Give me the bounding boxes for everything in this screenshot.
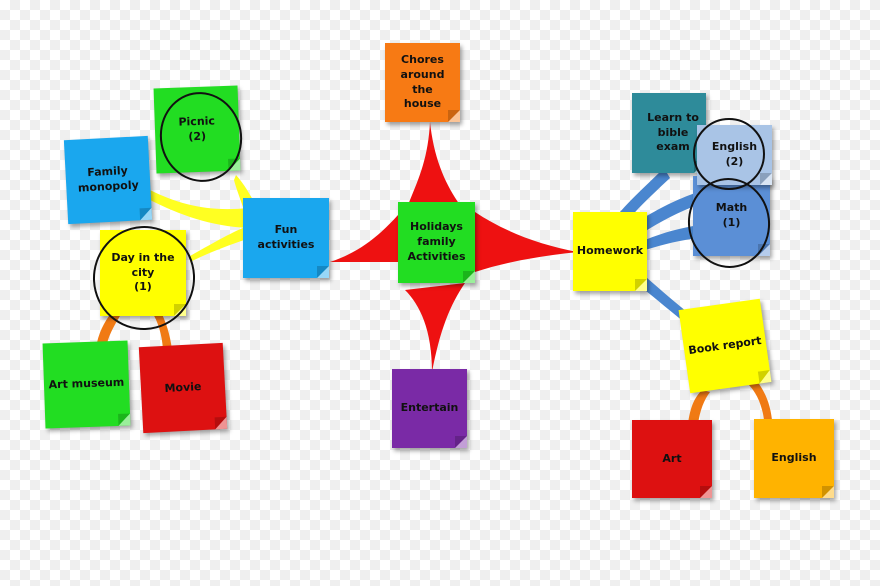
link-fun-daycity	[190, 225, 250, 262]
note-movie[interactable]: Movie	[138, 342, 228, 434]
link-center-fun	[330, 215, 400, 262]
note-picnic-label: Picnic (2)	[178, 114, 216, 143]
link-center-homework	[475, 212, 578, 272]
note-family-monopoly[interactable]: Family monopoly	[63, 135, 153, 225]
note-center-holidays[interactable]: Holidays family Activities	[398, 202, 475, 283]
note-art-label: Art	[662, 451, 682, 465]
note-day-in-city[interactable]: Day in the city (1)	[100, 230, 186, 316]
note-picnic[interactable]: Picnic (2)	[153, 85, 241, 174]
note-center-label: Holidays family Activities	[407, 220, 466, 263]
link-day-movie	[152, 310, 172, 350]
note-book-report[interactable]: Book report	[678, 298, 772, 394]
link-hw-bible	[620, 168, 670, 220]
note-homework-label: Homework	[576, 244, 644, 258]
note-art[interactable]: Art	[632, 420, 712, 498]
note-chores[interactable]: Chores around the house	[385, 43, 460, 122]
note-family-monopoly-label: Family monopoly	[77, 164, 140, 195]
note-fun-activities-label: Fun activities	[257, 223, 315, 251]
link-hw-book	[632, 270, 692, 322]
note-entertain-label: Entertain	[400, 401, 459, 415]
note-fun-activities[interactable]: Fun activities	[243, 198, 329, 278]
note-day-in-city-label: Day in the city (1)	[111, 250, 175, 294]
note-english-2-label: English (2)	[711, 140, 758, 168]
link-book-english	[748, 380, 772, 420]
note-entertain[interactable]: Entertain	[392, 369, 467, 448]
note-book-report-label: Book report	[687, 333, 763, 357]
link-book-art	[688, 390, 710, 424]
note-english-label: English	[771, 451, 817, 465]
link-hw-math	[645, 225, 700, 250]
note-art-museum[interactable]: Art museum	[42, 340, 131, 429]
note-math-label: Math (1)	[715, 201, 748, 229]
note-learn-bible-label: Learn to bible exam	[647, 110, 699, 154]
link-fun-monopoly	[150, 190, 248, 228]
link-day-art-museum	[96, 312, 120, 348]
note-chores-label: Chores around the house	[400, 52, 445, 111]
note-homework[interactable]: Homework	[573, 212, 647, 291]
note-english-2[interactable]: English (2)	[697, 125, 772, 185]
link-hw-english	[640, 192, 700, 232]
note-movie-label: Movie	[164, 379, 202, 395]
note-math[interactable]: Math (1)	[693, 176, 770, 256]
link-center-chores	[408, 122, 460, 205]
note-learn-bible[interactable]: Learn to bible exam	[632, 93, 706, 173]
link-center-entertain	[405, 283, 465, 372]
note-english[interactable]: English	[754, 419, 834, 498]
note-art-museum-label: Art museum	[48, 375, 125, 392]
